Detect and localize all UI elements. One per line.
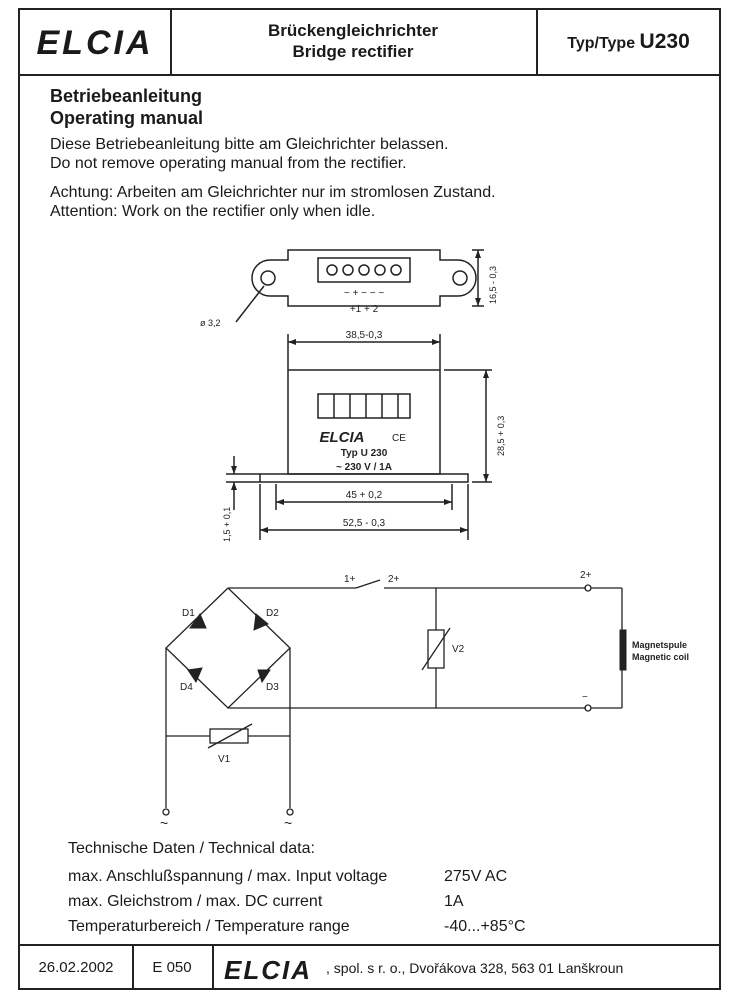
label-d2: D2 <box>266 608 279 619</box>
body-rating: ~ 230 V / 1A <box>336 462 392 473</box>
manual-title-de: Betriebeanleitung <box>50 86 203 106</box>
diode-d3 <box>257 669 271 684</box>
manual-title-en: Operating manual <box>50 108 204 128</box>
warning-de: Achtung: Arbeiten am Gleichrichter nur i… <box>50 184 496 201</box>
tech-row: max. Anschlußspannung / max. Input volta… <box>68 868 708 886</box>
output-minus-label: − <box>582 692 588 703</box>
tech-value: 275V AC <box>444 868 508 885</box>
header-title: Brückengleichrichter Bridge rectifier <box>170 10 538 74</box>
terminal-symbols: ~ + − − ~ <box>344 288 384 299</box>
terminal-label: +1 + 2 <box>350 304 379 315</box>
hole-dimension: ø 3,2 <box>200 318 221 328</box>
switch-right-label: 2+ <box>388 574 400 585</box>
body-logo: ELCIA <box>320 429 365 446</box>
footer-logo-text: ELCIA <box>224 955 312 985</box>
label-d3: D3 <box>266 682 279 693</box>
label-v2: V2 <box>452 644 465 655</box>
tech-label: Temperaturbereich / Temperature range <box>68 918 350 935</box>
inner-width-dimension: 45 + 0,2 <box>346 490 383 501</box>
top-height-dimension: 16,5 - 0,3 <box>488 266 498 304</box>
body-ce-mark: CE <box>392 433 406 444</box>
mechanical-drawing: ~ + − − ~ +1 + 2 ø 3,2 16,5 - 0,3 38,5-0… <box>200 249 506 542</box>
label-d4: D4 <box>180 682 193 693</box>
ac-right-label: ~ <box>284 815 292 828</box>
total-width-dimension: 52,5 - 0,3 <box>343 518 386 529</box>
coil-label-de: Magnetspule <box>632 640 687 650</box>
note-de: Diese Betriebeanleitung bitte am Gleichr… <box>50 136 449 153</box>
tech-label: max. Gleichstrom / max. DC current <box>68 893 323 910</box>
left-mount-hole <box>260 270 276 286</box>
switch-left-label: 1+ <box>344 574 356 585</box>
diode-d4 <box>187 667 203 684</box>
footer-logo: ELCIA <box>224 955 312 985</box>
elcia-logo: ELCIA <box>37 24 154 62</box>
body-width-dimension: 38,5-0,3 <box>346 330 383 341</box>
footer-company: ELCIA , spol. s r. o., Dvořákova 328, 56… <box>212 946 719 990</box>
output-plus-label: 2+ <box>580 570 592 581</box>
footer-date: 26.02.2002 <box>20 946 134 990</box>
tech-value: -40...+85°C <box>444 918 526 935</box>
diode-d1 <box>189 612 207 629</box>
label-v1: V1 <box>218 754 231 765</box>
tech-heading: Technische Daten / Technical data: <box>68 840 315 857</box>
note-en: Do not remove operating manual from the … <box>50 155 407 172</box>
coil-symbol <box>619 629 627 671</box>
title-en: Bridge rectifier <box>292 42 414 61</box>
top-view-outline <box>251 249 477 307</box>
right-mount-hole <box>452 270 468 286</box>
title-de: Brückengleichrichter <box>267 21 439 40</box>
footer-code: E 050 <box>132 946 214 990</box>
footer: 26.02.2002 E 050 ELCIA , spol. s r. o., … <box>20 944 719 990</box>
body-type: Typ U 230 <box>341 448 388 459</box>
ac-left-label: ~ <box>160 815 168 828</box>
header-type: Typ/Type U230 <box>538 10 719 74</box>
tech-row: max. Gleichstrom / max. DC current 1A <box>68 893 708 911</box>
header: ELCIA Brückengleichrichter Bridge rectif… <box>20 10 719 76</box>
diode-d2 <box>253 613 269 631</box>
datasheet: ELCIA Brückengleichrichter Bridge rectif… <box>18 8 721 990</box>
tech-row: Temperaturbereich / Temperature range -4… <box>68 918 708 936</box>
type-label: Typ/Type <box>567 35 636 52</box>
header-logo-cell: ELCIA <box>20 10 172 74</box>
label-d1: D1 <box>182 608 195 619</box>
circuit-diagram: D1 D2 D3 D4 V1 V2 1+ 2+ 2+ − Magnetspule… <box>160 570 689 828</box>
type-value: U230 <box>639 30 690 53</box>
base-thickness-dimension: 1,5 + 0,1 <box>222 507 232 542</box>
tech-value: 1A <box>444 893 464 910</box>
logo-text: ELCIA <box>37 24 154 62</box>
tech-label: max. Anschlußspannung / max. Input volta… <box>68 868 388 885</box>
terminal-block-front <box>317 393 411 419</box>
warning-en: Attention: Work on the rectifier only wh… <box>50 203 376 220</box>
body-height-dimension: 28,5 + 0,3 <box>496 416 506 456</box>
front-view-base <box>259 473 469 483</box>
terminal-block-top <box>317 257 411 283</box>
coil-label-en: Magnetic coil <box>632 652 689 662</box>
footer-address: , spol. s r. o., Dvořákova 328, 563 01 L… <box>326 960 624 976</box>
